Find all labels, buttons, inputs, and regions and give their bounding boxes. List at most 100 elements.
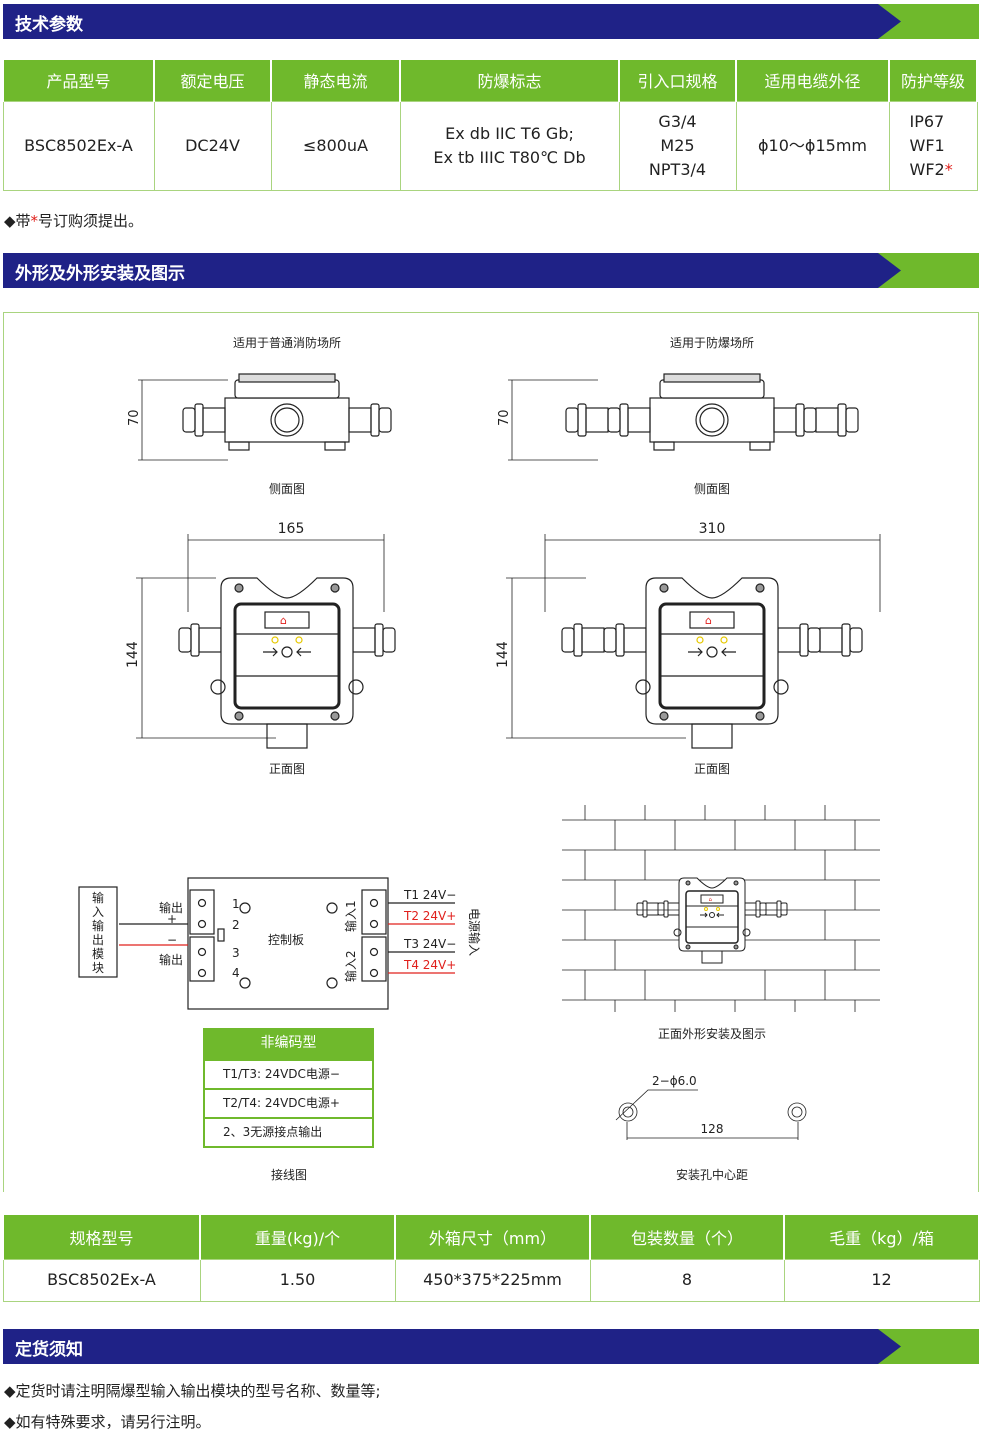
t1: T1 24V− xyxy=(403,888,456,902)
pack-table: 规格型号重量(kg)/个外箱尺寸（mm）包装数量（个）毛重（kg）/箱 BSC8… xyxy=(2,1213,980,1302)
th: 引入口规格 xyxy=(618,58,737,101)
term-3: 3 xyxy=(232,946,240,960)
install-caption: 正面外形安装及图示 xyxy=(658,1026,766,1041)
table-row: BSC8502Ex-A DC24V ≤800uA Ex db IIC T6 Gb… xyxy=(2,100,978,191)
th: 防爆标志 xyxy=(399,58,620,101)
dim-70-left: 70 xyxy=(127,409,142,426)
wiring-caption: 接线图 xyxy=(271,1167,307,1182)
front-caption-right: 正面图 xyxy=(694,762,730,776)
note-star: ◆带*号订购须提出。 xyxy=(4,210,143,231)
side-caption-left: 侧面图 xyxy=(269,482,305,496)
cell-current: ≤800uA xyxy=(270,100,401,191)
term-1: 1 xyxy=(232,897,240,911)
cell-voltage: DC24V xyxy=(153,100,272,191)
term-4: 4 xyxy=(232,966,240,980)
side-view-right xyxy=(565,373,859,451)
e3: NPT3/4 xyxy=(648,159,707,179)
legend-row: T2/T4: 24VDC电源+ xyxy=(205,1088,372,1117)
th: 毛重（kg）/箱 xyxy=(783,1213,980,1259)
board-label: 控制板 xyxy=(268,933,304,947)
m0: 输 xyxy=(92,890,104,905)
td: 450*375*225mm xyxy=(394,1258,591,1302)
diagram-frame xyxy=(3,312,979,1192)
out-minus: 输出 xyxy=(159,952,183,967)
front-caption-left: 正面图 xyxy=(269,762,305,776)
e2: M25 xyxy=(660,135,695,155)
side-caption-right: 侧面图 xyxy=(694,482,730,496)
e1: G3/4 xyxy=(658,111,697,131)
n-mark: * xyxy=(30,212,39,230)
ip3: WF2* xyxy=(910,158,977,182)
install-diagram xyxy=(562,805,880,1140)
term-2: 2 xyxy=(232,918,240,932)
dim-310: 310 xyxy=(699,521,726,537)
left-title: 适用于普通消防场所 xyxy=(233,335,341,350)
right-title: 适用于防爆场所 xyxy=(670,335,754,350)
out-plus: 输出 xyxy=(159,900,183,915)
m1: 入 xyxy=(92,905,104,919)
m3: 出 xyxy=(92,933,104,947)
dim-144-left: 144 xyxy=(125,641,141,668)
cell-cable: ϕ10～ϕ15mm xyxy=(735,100,890,191)
m4: 模 xyxy=(92,947,104,961)
dim-165: 165 xyxy=(278,521,305,537)
legend-title: 非编码型 xyxy=(205,1030,372,1059)
t2: T2 24V+ xyxy=(403,909,456,923)
ex1: Ex db IIC T6 Gb; xyxy=(445,123,574,143)
cell-ex: Ex db IIC T6 Gb; Ex tb IIIC T80℃ Db xyxy=(399,100,620,191)
dim-144-right: 144 xyxy=(495,641,511,668)
th: 规格型号 xyxy=(2,1213,201,1259)
legend-table: 非编码型 T1/T3: 24VDC电源− T2/T4: 24VDC电源+ 2、3… xyxy=(203,1028,374,1148)
th: 重量(kg)/个 xyxy=(199,1213,396,1259)
plus: + xyxy=(167,912,177,926)
ip3-mark: * xyxy=(944,159,953,179)
legend-row: T1/T3: 24VDC电源− xyxy=(205,1059,372,1088)
t3: T3 24V− xyxy=(403,937,456,951)
td: 12 xyxy=(783,1258,980,1302)
hole-dist: 128 xyxy=(701,1122,724,1136)
ip1: IP67 xyxy=(909,111,945,131)
th: 包装数量（个） xyxy=(589,1213,785,1259)
td: 8 xyxy=(589,1258,785,1302)
td: BSC8502Ex-A xyxy=(2,1258,201,1302)
module-label: 输入输出模块 xyxy=(92,890,104,975)
hole-caption: 安装孔中心距 xyxy=(676,1167,748,1182)
dim-70-right: 70 xyxy=(497,409,512,426)
drawings: ⌂ 适用于普通消防场所 适用于防爆场所 侧面图 侧面图 正面图 正面图 165 … xyxy=(78,335,881,1182)
front-view-right xyxy=(561,576,863,750)
t4: T4 24V+ xyxy=(403,958,456,972)
m2: 输 xyxy=(92,918,104,933)
front-view-left xyxy=(178,576,396,750)
ip2: WF1 xyxy=(909,135,945,155)
m5: 块 xyxy=(92,961,104,975)
td: 1.50 xyxy=(199,1258,396,1302)
ip3-text: WF2 xyxy=(909,159,945,179)
n-post: 号订购须提出。 xyxy=(38,212,144,230)
power-input: 电源输入 xyxy=(467,908,482,956)
wiring-diagram xyxy=(78,877,455,1010)
minus: − xyxy=(167,933,177,947)
th: 外箱尺寸（mm） xyxy=(394,1213,591,1259)
th: 额定电压 xyxy=(153,58,272,101)
th: 适用电缆外径 xyxy=(735,58,890,101)
side-view-left xyxy=(182,373,392,451)
section-header-shape: 外形及外形安装及图示 xyxy=(3,253,979,288)
legend-row: 2、3无源接点输出 xyxy=(205,1117,372,1146)
th: 产品型号 xyxy=(2,58,155,101)
order-note: ◆如有特殊要求，请另行注明。 xyxy=(4,1413,211,1431)
in1: 输入1 xyxy=(343,900,358,932)
th: 静态电流 xyxy=(270,58,401,101)
th: 防护等级 xyxy=(888,58,978,101)
in2: 输入2 xyxy=(343,950,358,982)
section-header-tech: 技术参数 xyxy=(3,4,979,39)
ex2: Ex tb IIIC T80℃ Db xyxy=(433,147,586,167)
hole-label: 2−ϕ6.0 xyxy=(652,1074,697,1088)
order-note: ◆定货时请注明隔爆型输入输出模块的型号名称、数量等; xyxy=(4,1382,381,1400)
spec-table: 产品型号额定电压静态电流防爆标志引入口规格适用电缆外径防护等级 BSC8502E… xyxy=(2,58,978,191)
section-header-order: 定货须知 xyxy=(3,1329,979,1364)
n-pre: ◆带 xyxy=(4,212,31,230)
cell-model: BSC8502Ex-A xyxy=(2,100,155,191)
